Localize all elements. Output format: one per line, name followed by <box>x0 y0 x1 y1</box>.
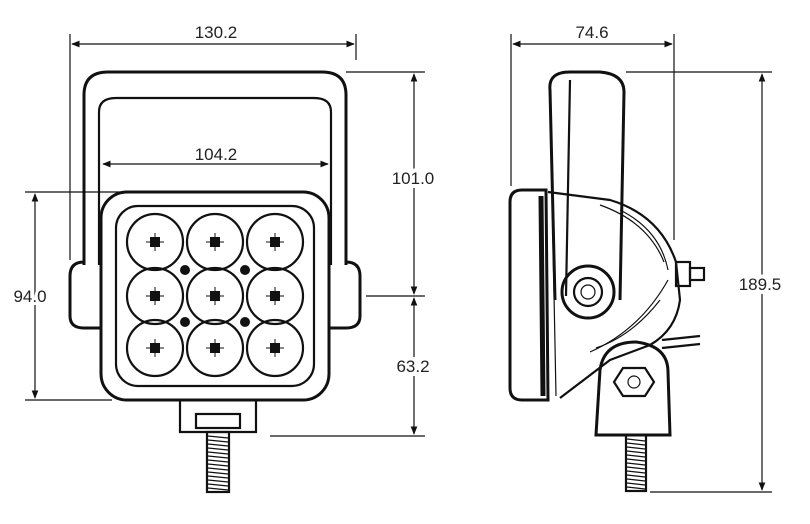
bolt-thread <box>626 450 646 454</box>
dim-label-lens-width: 104.2 <box>195 145 238 164</box>
dim-label-upper-height: 101.0 <box>392 169 435 188</box>
bolt-thread <box>626 446 646 450</box>
side-handle <box>548 70 626 301</box>
led-lens <box>125 212 185 272</box>
side-hex-nut <box>612 366 656 398</box>
dim-label-total-height: 189.5 <box>739 275 782 294</box>
bolt-thread <box>207 467 229 471</box>
bolt-thread <box>207 483 229 487</box>
dim-side-depth: 74.6 <box>510 23 675 240</box>
dim-lens-width: 104.2 <box>102 145 329 168</box>
bolt-thread <box>626 474 646 478</box>
rivet <box>240 265 250 275</box>
side-lens-edge <box>538 195 546 397</box>
bolt-thread <box>626 486 646 490</box>
bolt-thread <box>626 482 646 486</box>
dim-upper-height: 101.0 <box>346 71 438 297</box>
bolt-thread <box>207 479 229 483</box>
bolt-thread <box>207 471 229 475</box>
front-handle <box>82 70 348 265</box>
led-lens <box>185 212 245 272</box>
front-bracket-slot <box>194 412 242 430</box>
front-view <box>68 70 362 494</box>
bolt-thread <box>626 466 646 470</box>
front-handle-inner <box>97 96 333 265</box>
rivet <box>180 317 190 327</box>
bolt-thread <box>207 451 229 455</box>
bolt-thread <box>207 475 229 479</box>
led-lens <box>185 266 245 326</box>
led-array <box>125 212 305 378</box>
led-lens <box>245 318 305 378</box>
bolt-thread <box>207 487 229 491</box>
side-pivot-knob <box>560 264 616 320</box>
front-right-mount <box>330 260 362 330</box>
dim-total-height: 189.5 <box>626 71 785 493</box>
bolt-thread <box>207 439 229 443</box>
bolt-thread <box>626 454 646 458</box>
bolt-thread <box>626 458 646 462</box>
bolt-thread <box>626 470 646 474</box>
bolt-thread <box>626 478 646 482</box>
led-lens <box>125 318 185 378</box>
led-lens <box>245 212 305 272</box>
dim-front-width: 130.2 <box>69 23 357 260</box>
dim-label-housing-height: 94.0 <box>13 287 46 306</box>
dim-label-front-width: 130.2 <box>195 23 238 42</box>
front-bolt <box>205 430 231 494</box>
rivet <box>180 265 190 275</box>
side-bottom-mount <box>594 340 672 437</box>
front-housing <box>99 190 331 402</box>
dim-label-side-depth: 74.6 <box>575 23 608 42</box>
led-lens <box>185 318 245 378</box>
bolt-thread <box>207 447 229 451</box>
bolt-thread <box>207 435 229 439</box>
side-bezel <box>508 188 550 402</box>
bolt-thread <box>207 455 229 459</box>
led-lens <box>245 266 305 326</box>
front-lens-frame <box>114 204 316 388</box>
bolt-thread <box>207 463 229 467</box>
dim-lower-height: 63.2 <box>270 297 434 437</box>
bolt-thread <box>626 442 646 446</box>
dim-housing-height: 94.0 <box>10 191 120 401</box>
bolt-thread <box>626 438 646 442</box>
bolt-thread <box>207 443 229 447</box>
rivet <box>240 317 250 327</box>
led-lens <box>125 266 185 326</box>
bolt-thread <box>626 462 646 466</box>
side-bolt <box>624 433 648 493</box>
dim-label-lower-height: 63.2 <box>396 357 429 376</box>
side-cable <box>661 334 701 342</box>
bolt-thread <box>207 459 229 463</box>
side-view <box>508 70 706 493</box>
front-left-mount <box>68 260 100 330</box>
